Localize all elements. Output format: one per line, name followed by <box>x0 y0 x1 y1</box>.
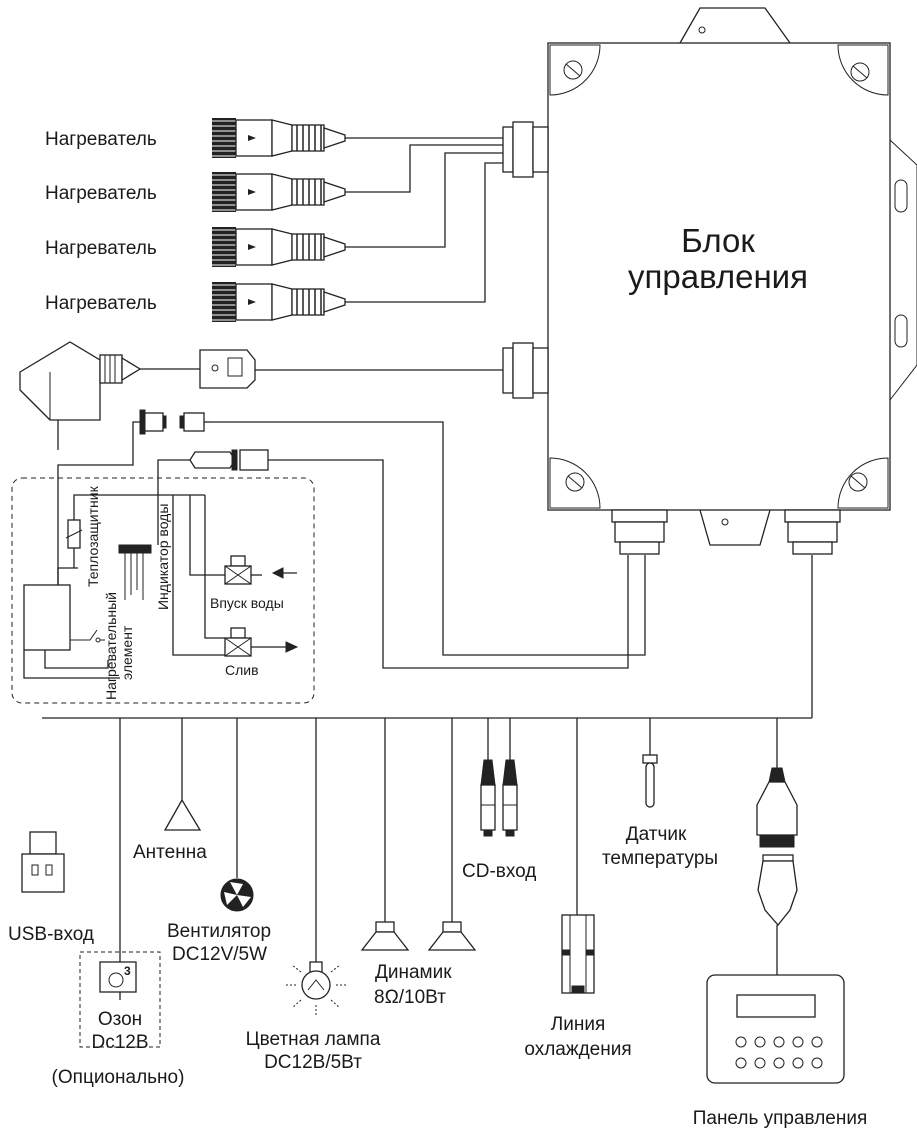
usb-icon <box>21 831 65 893</box>
lamp-label-2: DC12B/5Вт <box>264 1052 362 1073</box>
fan-icon <box>220 878 254 912</box>
cd-label: CD-вход <box>462 861 536 882</box>
heater-label: Нагреватель <box>45 129 157 150</box>
thermal-protector-label: Теплозащитник <box>85 485 101 587</box>
control-box-body <box>547 42 891 511</box>
drain-valve-icon <box>224 627 299 657</box>
antenna-label: Антенна <box>133 842 207 863</box>
water-level-probe <box>118 544 152 600</box>
temperature-sensor-icon <box>642 754 658 808</box>
panel-button <box>735 1057 747 1069</box>
inlet-valve-icon <box>224 555 297 585</box>
heating-element-label-1: Нагревательный <box>103 592 119 700</box>
control-box-title-2: управления <box>628 258 808 295</box>
connector-small <box>139 409 212 435</box>
heater-label: Нагреватель <box>45 183 157 204</box>
temp-label-2: температуры <box>602 848 718 869</box>
switch-icon <box>199 349 256 389</box>
screw-icon <box>549 457 601 509</box>
ozone-label-2: Dc12B <box>91 1032 148 1053</box>
screw-icon <box>837 44 889 96</box>
panel-button <box>754 1057 766 1069</box>
ozone-icon: 3 <box>99 961 137 993</box>
panel-label: Панель управления <box>693 1108 868 1129</box>
cable-gland <box>502 342 549 399</box>
optional-label: (Опционально) <box>52 1067 185 1088</box>
panel-button <box>773 1036 785 1048</box>
heating-element-label-2: элемент <box>119 625 135 680</box>
panel-button <box>754 1036 766 1048</box>
heater-label: Нагреватель <box>45 238 157 259</box>
heater-item: Нагреватель <box>45 227 346 267</box>
cooling-label-2: охлаждения <box>524 1039 631 1060</box>
panel-button <box>735 1036 747 1048</box>
heater-item: Нагреватель <box>45 118 346 158</box>
power-plug-icon <box>19 341 142 450</box>
water-indicator-label: Индикатор воды <box>155 504 171 610</box>
panel-button <box>811 1057 823 1069</box>
panel-button <box>773 1057 785 1069</box>
control-box: Блок управления <box>502 7 917 555</box>
connector-water <box>189 449 269 471</box>
ozone-dashed-box <box>79 951 161 1048</box>
lamp-label-1: Цветная лампа <box>246 1029 381 1050</box>
screw-icon <box>549 44 601 96</box>
cable-gland <box>611 509 668 555</box>
fan-label-2: DC12V/5W <box>172 944 267 965</box>
cable-gland <box>502 121 549 178</box>
drain-label: Слив <box>225 662 259 678</box>
ozone-mark: 3 <box>124 964 131 978</box>
panel-button <box>792 1057 804 1069</box>
ozone-label-1: Озон <box>98 1009 142 1030</box>
control-box-title-1: Блок <box>681 222 755 259</box>
heater-block <box>23 584 71 651</box>
speaker-icon <box>427 921 477 951</box>
cd-plug-icon <box>502 759 518 837</box>
cd-plug-icon <box>480 759 496 837</box>
water-inlet-label: Впуск воды <box>210 595 284 611</box>
temp-label-1: Датчик <box>626 824 687 845</box>
heater-item: Нагреватель <box>45 172 346 212</box>
speaker-label-1: Динамик <box>375 962 452 983</box>
heaters: НагревательНагревательНагревательНагрева… <box>45 118 346 322</box>
fan-label-1: Вентилятор <box>167 921 271 942</box>
speaker-icon <box>360 921 410 951</box>
control-panel-icon <box>706 974 845 1084</box>
cable-gland <box>784 509 841 555</box>
heater-label: Нагреватель <box>45 293 157 314</box>
cooling-label-1: Линия <box>551 1014 605 1035</box>
screw-icon <box>837 457 889 509</box>
panel-button <box>811 1036 823 1048</box>
heater-item: Нагреватель <box>45 282 346 322</box>
speaker-label-2: 8Ω/10Вт <box>374 987 446 1008</box>
panel-connector-icon <box>756 767 798 927</box>
panel-button <box>792 1036 804 1048</box>
usb-label: USB-вход <box>8 924 94 945</box>
internal-group <box>11 477 315 704</box>
lamp-icon <box>285 961 347 1015</box>
antenna-icon <box>163 798 202 831</box>
cooling-line-icon <box>561 914 595 994</box>
